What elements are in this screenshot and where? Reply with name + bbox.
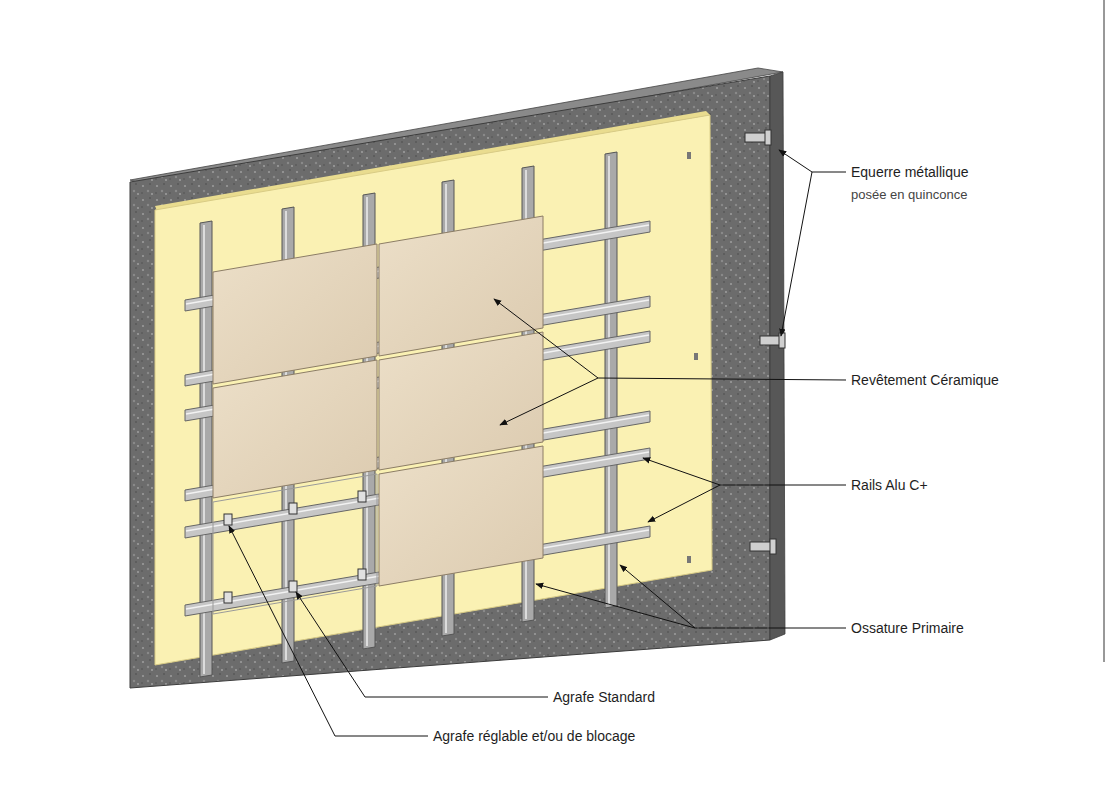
- callout-label: posée en quinconce: [851, 186, 967, 204]
- callout-label: Equerre métallique: [851, 163, 969, 181]
- callout-label: Agrafe Standard: [553, 688, 655, 706]
- ceramic-tiles: [213, 216, 543, 586]
- callout-label: Rails Alu C+: [851, 476, 928, 494]
- angle-brackets: [745, 130, 785, 554]
- concrete-wall: [130, 68, 785, 688]
- callout-label: Agrafe réglable et/ou de blocage: [433, 727, 635, 745]
- insulation: [155, 111, 712, 665]
- leader-lines: [229, 150, 846, 736]
- page-border: [1104, 0, 1105, 662]
- callout-label: Ossature Primaire: [851, 619, 964, 637]
- clips: [224, 491, 366, 603]
- callout-label: Revêtement Céramique: [851, 371, 999, 389]
